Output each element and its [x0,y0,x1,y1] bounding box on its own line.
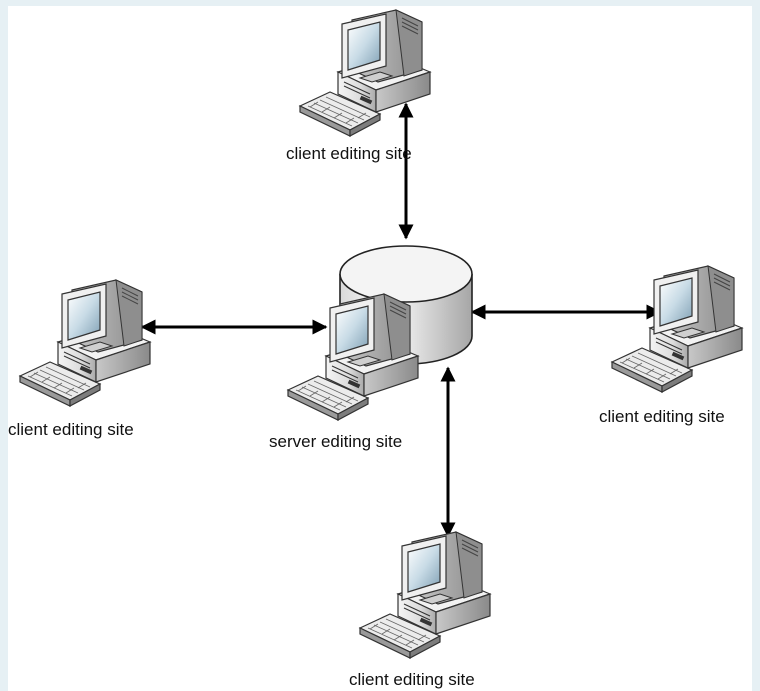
diagram-canvas: client editing site client editing site … [8,6,752,691]
client-top-label: client editing site [286,144,412,163]
server-computer-icon [287,293,419,421]
client-top-computer-icon [299,9,431,137]
network-diagram [19,9,743,659]
client-bottom-label: client editing site [349,670,475,689]
client-right-computer-icon [611,265,743,393]
client-left-computer-icon [19,279,151,407]
client-bottom-computer-icon [359,531,491,659]
connections [140,102,662,538]
server-label: server editing site [269,432,403,451]
client-left-label: client editing site [8,420,134,439]
client-right-label: client editing site [599,407,725,426]
